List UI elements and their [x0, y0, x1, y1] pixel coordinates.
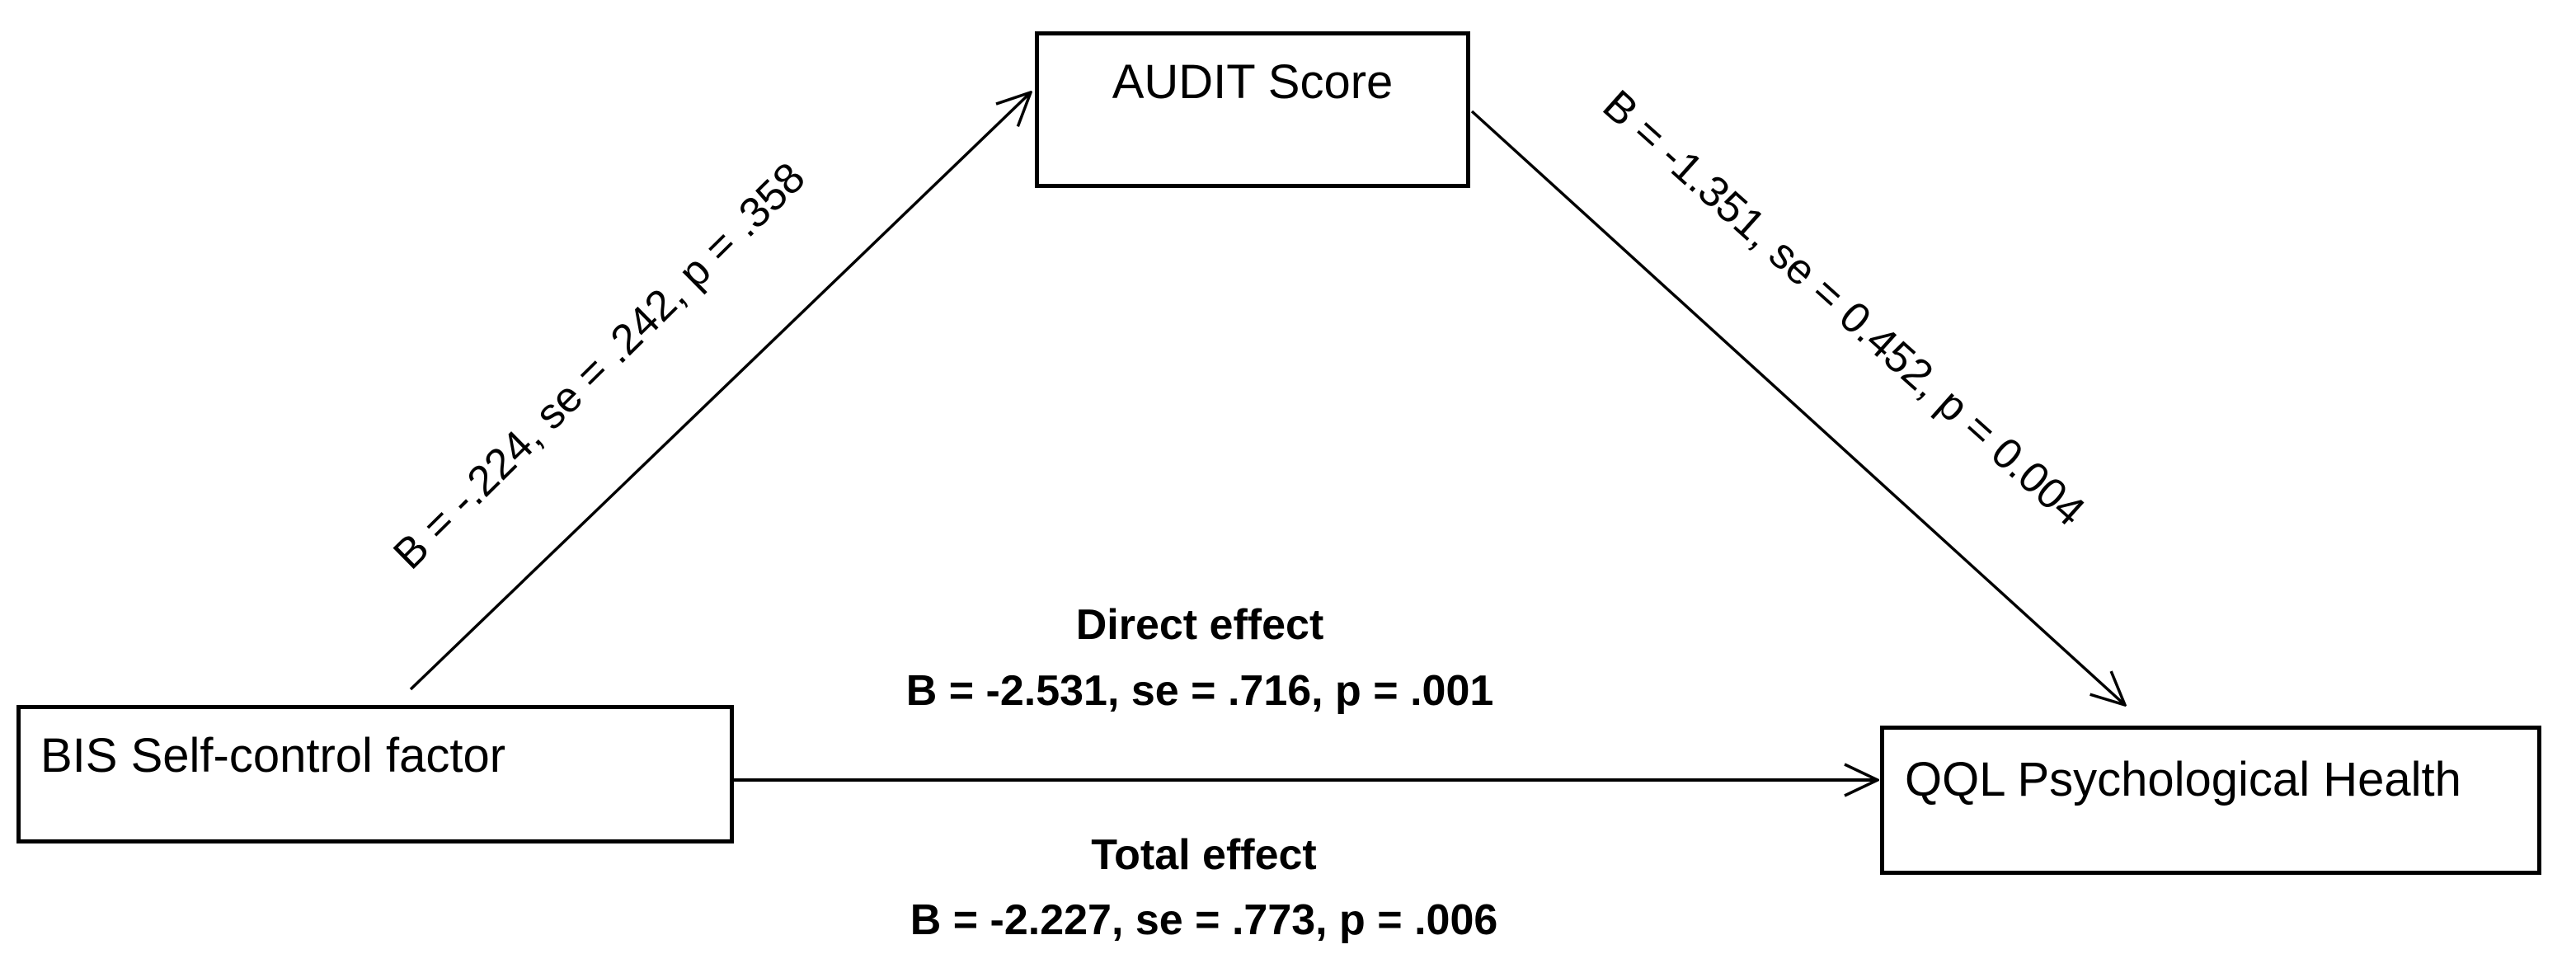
total-effect-title: Total effect	[1091, 831, 1317, 879]
total-effect-block: Total effect B = -2.227, se = .773, p = …	[910, 823, 1498, 953]
direct-effect-block: Direct effect B = -2.531, se = .716, p =…	[906, 592, 1494, 724]
node-mediator-label: AUDIT Score	[1112, 55, 1394, 109]
node-predictor-label: BIS Self-control factor	[40, 729, 506, 782]
a-path-arrow	[409, 92, 1031, 691]
total-effect-stats: B = -2.227, se = .773, p = .006	[910, 896, 1498, 944]
direct-effect-title: Direct effect	[1075, 601, 1324, 649]
node-mediator: AUDIT Score	[1035, 31, 1470, 188]
node-outcome-label: QQL Psychological Health	[1905, 753, 2461, 806]
node-predictor: BIS Self-control factor	[16, 705, 734, 843]
b-path-arrow	[1470, 110, 2125, 705]
direct-effect-stats: B = -2.531, se = .716, p = .001	[905, 667, 1494, 715]
node-outcome: QQL Psychological Health	[1880, 726, 2541, 875]
